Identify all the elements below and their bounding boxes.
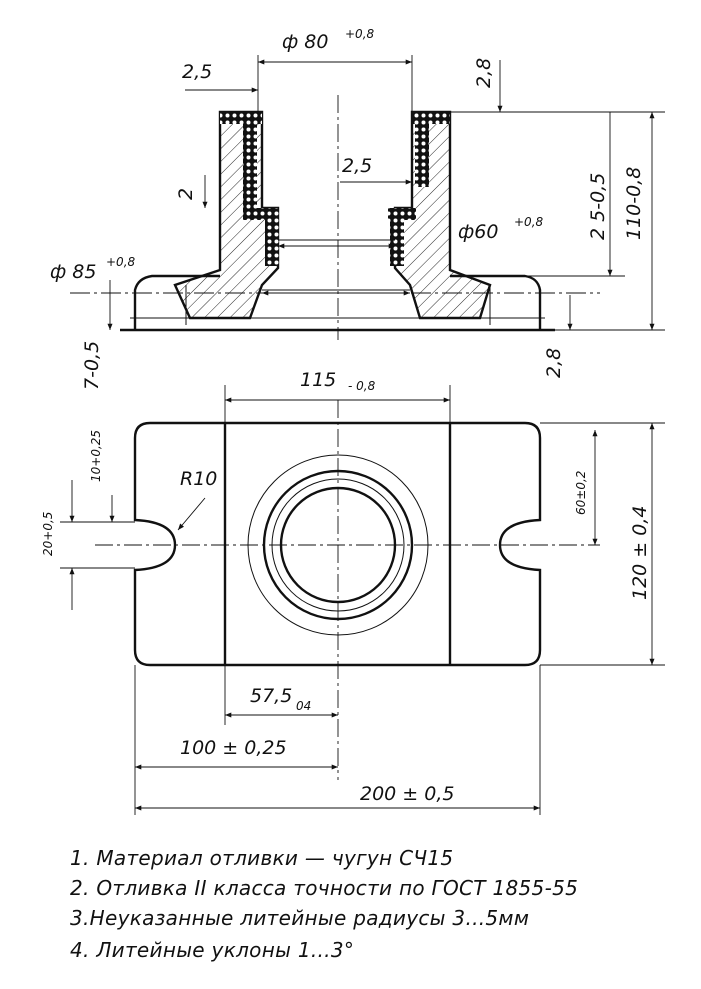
label-120: 120 ± 0,4 xyxy=(629,506,651,600)
coating-left-wall xyxy=(243,112,257,217)
section-view: ф 80 +0,8 2,5 2,8 2,5 2 ф60 +0,8 ф 85 +0… xyxy=(50,27,665,390)
label-60: 60±0,2 xyxy=(574,471,588,515)
coating-right-bore xyxy=(390,218,404,266)
label-h7: 7-0,5 xyxy=(81,341,103,390)
label-d60: ф60 xyxy=(458,221,498,243)
plan-outline xyxy=(133,421,542,667)
label-d60-tol: +0,8 xyxy=(514,215,544,229)
label-d85: ф 85 xyxy=(50,261,96,283)
label-28-bot: 2,8 xyxy=(543,348,565,378)
note-4: 4. Литейные уклоны 1...3° xyxy=(70,938,355,962)
label-25-top: 2,5 xyxy=(182,61,212,83)
coating-left-bore xyxy=(265,218,279,266)
label-115: 115 xyxy=(300,369,336,391)
label-d80-tol: +0,8 xyxy=(345,27,375,41)
label-h110: 110-0,8 xyxy=(623,167,645,240)
label-575-tol: 04 xyxy=(296,699,311,713)
plan-view: 115 - 0,8 120 ± 0,4 60±0,2 R10 10+0,25 2… xyxy=(41,369,665,815)
coating-left-step xyxy=(243,208,279,220)
note-1: 1. Материал отливки — чугун СЧ15 xyxy=(70,846,454,870)
label-115-tol: - 0,8 xyxy=(348,379,376,393)
label-d80: ф 80 xyxy=(282,31,328,53)
label-d85-tol: +0,8 xyxy=(106,255,136,269)
coating-right-wall xyxy=(415,112,429,187)
label-28-top: 2,8 xyxy=(473,58,495,88)
label-r10: R10 xyxy=(180,468,217,490)
coating-right-step xyxy=(388,208,416,220)
note-2: 2. Отливка II класса точности по ГОСТ 18… xyxy=(70,876,579,900)
label-2: 2 xyxy=(175,188,197,200)
label-10: 10+0,25 xyxy=(89,430,103,482)
leader-r10 xyxy=(177,497,206,531)
note-3: 3.Неуказанные литейные радиусы 3...5мм xyxy=(70,906,530,930)
label-25-mid: 2,5 xyxy=(342,155,372,177)
label-h25: 2 5-0,5 xyxy=(587,173,609,240)
label-100: 100 ± 0,25 xyxy=(180,737,287,759)
label-20: 20+0,5 xyxy=(41,512,55,556)
label-200: 200 ± 0,5 xyxy=(360,783,454,805)
label-575: 57,5 xyxy=(250,685,292,707)
